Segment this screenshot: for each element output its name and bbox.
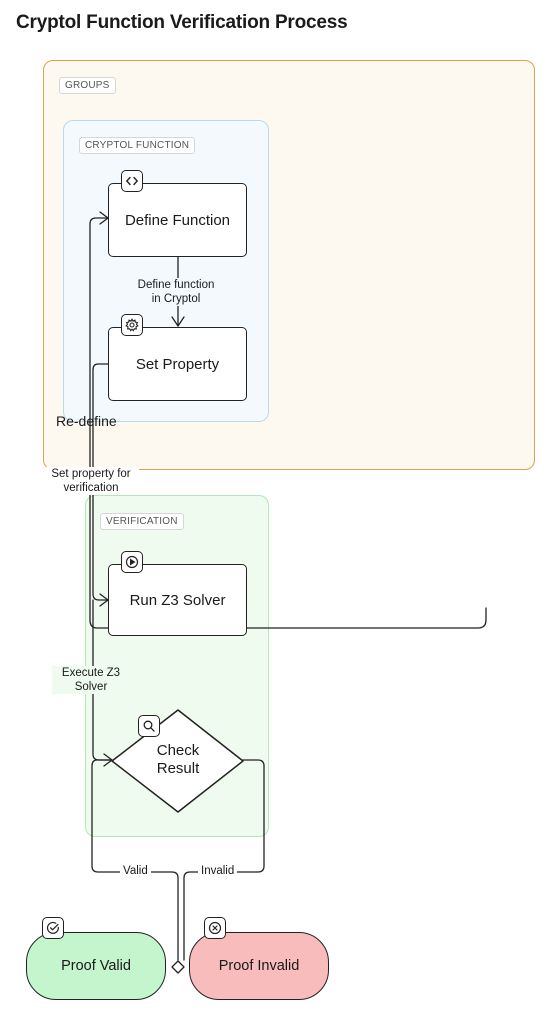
edge-label-redefine: Re-define bbox=[56, 413, 117, 429]
check-circle-icon bbox=[42, 917, 64, 939]
group-outer-label: GROUPS bbox=[59, 77, 116, 94]
x-circle-icon bbox=[204, 917, 226, 939]
edge-label-execute-line1: Execute Z3 bbox=[61, 667, 121, 679]
edge-label-property-line2: verification bbox=[63, 482, 119, 494]
arrowhead-property bbox=[171, 316, 185, 327]
node-proof-valid[interactable]: Proof Valid bbox=[26, 932, 166, 1000]
search-icon bbox=[138, 715, 160, 737]
check-result-line1: Check bbox=[156, 742, 200, 759]
edge-label-invalid: Invalid bbox=[198, 864, 238, 878]
node-proof-invalid[interactable]: Proof Invalid bbox=[189, 932, 329, 1000]
gear-icon bbox=[121, 314, 143, 336]
group-verification-label: VERIFICATION bbox=[100, 513, 184, 530]
edge-label-valid: Valid bbox=[120, 864, 151, 878]
edge-label-property-line1: Set property for bbox=[51, 468, 131, 480]
node-set-property[interactable]: Set Property bbox=[108, 327, 247, 401]
edge-label-execute-z3: Execute Z3 Solver bbox=[52, 666, 130, 694]
node-run-z3-solver[interactable]: Run Z3 Solver bbox=[108, 564, 247, 636]
group-cryptol-label: CRYPTOL FUNCTION bbox=[79, 137, 196, 154]
edge-label-execute-line2: Solver bbox=[74, 681, 108, 693]
page-title: Cryptol Function Verification Process bbox=[16, 12, 348, 33]
edge-label-define-line1: Define function bbox=[137, 279, 215, 291]
edge-label-set-property: Set property for verification bbox=[43, 467, 139, 495]
edge-check-to-invalid bbox=[183, 759, 265, 961]
play-icon bbox=[121, 551, 143, 573]
node-define-function[interactable]: Define Function bbox=[108, 183, 247, 257]
arrowhead-merge bbox=[171, 960, 185, 974]
node-check-result-label[interactable]: Check Result bbox=[138, 742, 218, 778]
edge-redefine bbox=[89, 217, 487, 629]
edge-check-to-valid bbox=[91, 759, 179, 961]
edge-label-define-line2: in Cryptol bbox=[151, 293, 201, 305]
check-result-line2: Result bbox=[156, 760, 200, 777]
code-icon bbox=[121, 170, 143, 192]
edge-label-define-function: Define function in Cryptol bbox=[130, 278, 222, 306]
